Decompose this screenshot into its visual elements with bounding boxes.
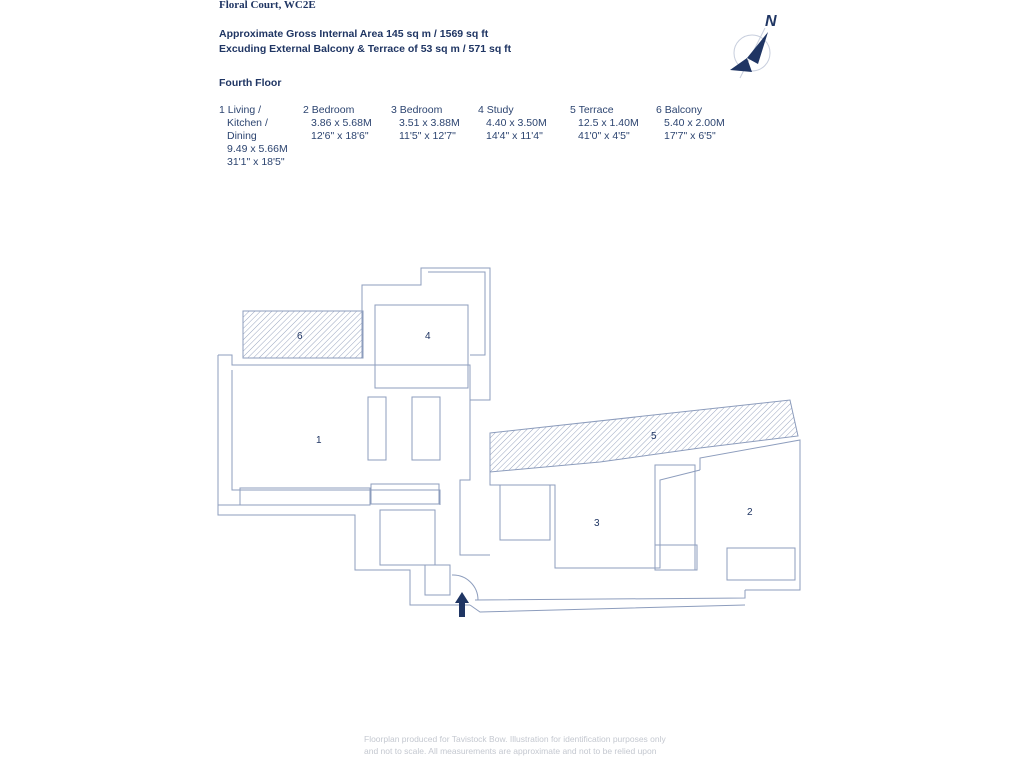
room-label: 1 Living / xyxy=(219,104,262,116)
north-compass-icon: N xyxy=(730,13,777,79)
compass-letter: N xyxy=(765,13,777,30)
terrace-area xyxy=(489,399,799,473)
room-imperial: 12'6" x 18'6" xyxy=(311,130,369,142)
property-title: Floral Court, WC2E xyxy=(219,0,316,11)
room-metric: 3.86 x 5.68M xyxy=(311,117,372,129)
room-imperial: 14'4" x 11'4" xyxy=(486,130,543,142)
room-metric: 12.5 x 1.40M xyxy=(578,117,639,129)
room-label: Dining xyxy=(227,130,257,142)
room-legend-terrace: 5 Terrace 12.5 x 1.40M 41'0" x 4'5" xyxy=(570,104,639,143)
floor-title: Fourth Floor xyxy=(219,77,282,89)
room-label: 6 Balcony xyxy=(656,104,703,116)
area-summary: Approximate Gross Internal Area 145 sq m… xyxy=(219,27,511,57)
walls xyxy=(217,267,801,613)
room-label: Kitchen / xyxy=(227,117,268,129)
room-legend-living: 1 Living / Kitchen / Dining 9.49 x 5.66M… xyxy=(219,104,288,169)
room-number-2: 2 xyxy=(747,507,753,518)
room-number-6: 6 xyxy=(297,331,303,342)
room-metric: 9.49 x 5.66M xyxy=(227,143,288,155)
room-imperial: 11'5" x 12'7" xyxy=(399,130,456,142)
room-metric: 4.40 x 3.50M xyxy=(486,117,547,129)
room-label: 2 Bedroom xyxy=(303,104,355,116)
room-number-3: 3 xyxy=(594,518,600,529)
room-label: 3 Bedroom xyxy=(391,104,443,116)
room-imperial: 31'1" x 18'5" xyxy=(227,156,285,168)
room-legend-bedroom-3: 3 Bedroom 3.51 x 3.88M 11'5" x 12'7" xyxy=(391,104,460,143)
room-legend-bedroom-2: 2 Bedroom 3.86 x 5.68M 12'6" x 18'6" xyxy=(303,104,372,143)
room-number-4: 4 xyxy=(425,331,431,342)
room-label: 5 Terrace xyxy=(570,104,614,116)
disclaimer: Floorplan produced for Tavistock Bow. Il… xyxy=(364,734,666,756)
balcony-area xyxy=(242,310,364,359)
room-number-1: 1 xyxy=(316,435,322,446)
entrance-arrow-icon xyxy=(455,592,469,617)
external-area: Excuding External Balcony & Terrace of 5… xyxy=(219,43,512,55)
room-label: 4 Study xyxy=(478,104,514,116)
gross-area: Approximate Gross Internal Area 145 sq m… xyxy=(219,28,489,40)
room-legend-study: 4 Study 4.40 x 3.50M 14'4" x 11'4" xyxy=(478,104,547,143)
room-legend-balcony: 6 Balcony 5.40 x 2.00M 17'7" x 6'5" xyxy=(656,104,725,143)
room-imperial: 17'7" x 6'5" xyxy=(664,130,716,142)
room-metric: 5.40 x 2.00M xyxy=(664,117,725,129)
room-imperial: 41'0" x 4'5" xyxy=(578,130,630,142)
room-number-5: 5 xyxy=(651,431,657,442)
room-metric: 3.51 x 3.88M xyxy=(399,117,460,129)
